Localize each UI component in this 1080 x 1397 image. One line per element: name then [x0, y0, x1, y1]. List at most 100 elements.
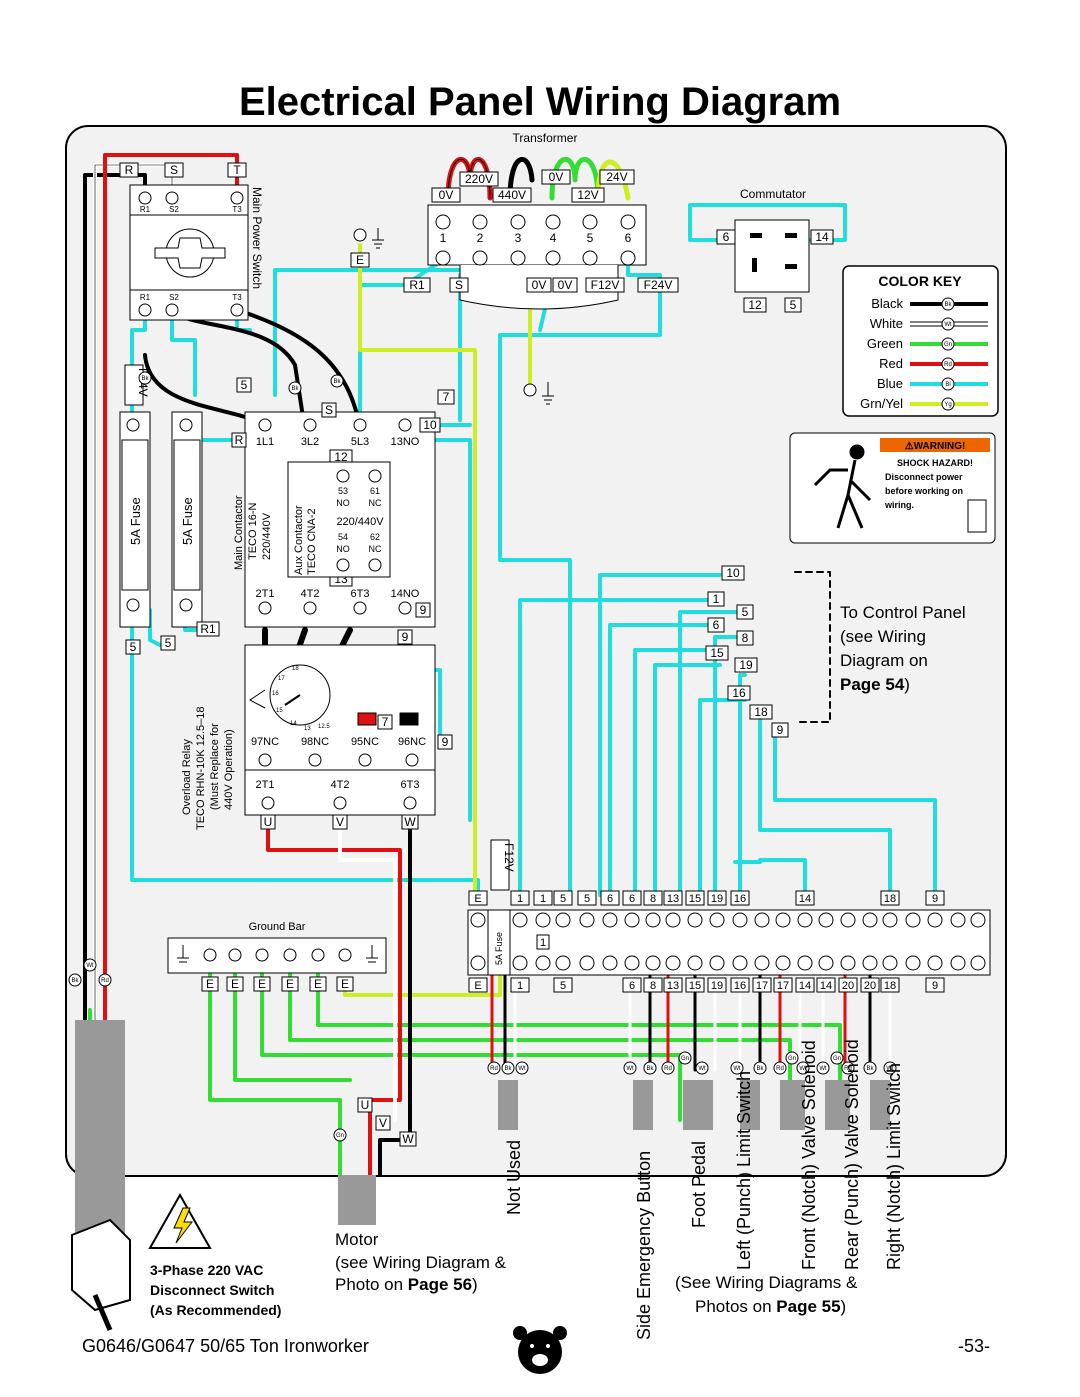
wire-tag: Bk — [646, 1066, 654, 1072]
svg-text:5L3: 5L3 — [351, 436, 369, 448]
footer-page-number: -53- — [958, 1336, 991, 1356]
terminal-screw — [665, 955, 681, 971]
terminal-screw — [579, 955, 595, 971]
svg-text:61: 61 — [370, 486, 380, 496]
terminal-screw — [512, 955, 528, 971]
main-power-switch: R S T R1 S2 T3 R1 S2 T3 Main Power Switc… — [119, 162, 264, 321]
terminal-screw — [687, 955, 703, 971]
svg-text:NC: NC — [369, 498, 382, 508]
svg-text:F24V: F24V — [644, 278, 673, 292]
svg-text:Rd: Rd — [101, 978, 109, 984]
terminal-screw — [882, 912, 898, 928]
svg-text:R1: R1 — [200, 622, 216, 636]
motor-terminals: U V W — [357, 1097, 417, 1147]
terminal-screw — [687, 912, 703, 928]
svg-text:98NC: 98NC — [301, 736, 329, 748]
svg-text:9: 9 — [777, 723, 784, 737]
terminal-bottom-label: 5 — [560, 980, 566, 992]
svg-text:1: 1 — [440, 231, 447, 245]
svg-text:(see Wiring Diagram &: (see Wiring Diagram & — [335, 1253, 507, 1272]
svg-text:0V: 0V — [532, 278, 547, 292]
svg-text:220V: 220V — [465, 172, 493, 186]
svg-text:16: 16 — [272, 691, 279, 697]
terminal-screw — [579, 912, 595, 928]
terminal-top-label: 19 — [711, 893, 723, 905]
svg-text:White: White — [870, 316, 903, 331]
svg-text:Not Used: Not Used — [504, 1140, 524, 1215]
terminal-screw — [535, 955, 551, 971]
terminal-bottom-label: 20 — [864, 980, 876, 992]
svg-text:5: 5 — [165, 636, 172, 650]
svg-text:Bk: Bk — [944, 302, 952, 308]
wire-tag: Rd — [664, 1066, 672, 1072]
svg-text:14NO: 14NO — [391, 588, 420, 600]
svg-text:R: R — [125, 163, 134, 177]
wire-tag: Wt — [733, 1066, 741, 1072]
svg-text:E: E — [258, 977, 266, 991]
svg-text:Disconnect power: Disconnect power — [885, 472, 963, 482]
aux-contactor: Aux Contactor TECO CNA-2 53 61 NO NC 54 … — [287, 461, 391, 578]
terminal-screw — [797, 955, 813, 971]
svg-text:Black: Black — [871, 296, 903, 311]
terminal-top-label: 5 — [560, 893, 566, 905]
svg-text:Green: Green — [867, 336, 903, 351]
terminal-screw — [555, 912, 571, 928]
overload-relay: 12.5 13 14 15 16 17 18 97NC 98NC 95NC 96… — [181, 629, 453, 830]
svg-text:220/440V: 220/440V — [336, 516, 384, 528]
svg-text:5: 5 — [790, 298, 797, 312]
wire-tag: Bk — [866, 1066, 874, 1072]
svg-text:Rd: Rd — [944, 362, 952, 368]
svg-text:4T2: 4T2 — [301, 588, 320, 600]
svg-text:R1: R1 — [409, 278, 425, 292]
footer-model: G0646/G0647 50/65 Ton Ironworker — [82, 1336, 369, 1356]
terminal-screw — [512, 912, 528, 928]
terminal-top-label: 8 — [650, 893, 656, 905]
svg-text:Grn/Yel: Grn/Yel — [860, 396, 903, 411]
svg-text:12V: 12V — [577, 188, 598, 202]
svg-text:10: 10 — [423, 418, 437, 432]
terminal-bottom-label: 14 — [799, 980, 811, 992]
terminal-screw — [905, 955, 921, 971]
svg-text:6: 6 — [625, 231, 632, 245]
svg-text:T3: T3 — [232, 293, 242, 302]
svg-text:Red: Red — [879, 356, 903, 371]
terminal-bottom-label: 19 — [711, 980, 723, 992]
svg-text:E: E — [314, 977, 322, 991]
terminal-screw — [905, 912, 921, 928]
wire-tag: Wt — [799, 1066, 807, 1072]
svg-text:220/440V: 220/440V — [261, 512, 273, 560]
svg-text:62: 62 — [370, 532, 380, 542]
svg-text:wiring.: wiring. — [884, 500, 914, 510]
terminal-top-label: 16 — [734, 893, 746, 905]
svg-text:R: R — [235, 433, 244, 447]
svg-text:SHOCK HAZARD!: SHOCK HAZARD! — [897, 458, 973, 468]
terminal-screw — [970, 955, 986, 971]
svg-text:14: 14 — [290, 721, 297, 727]
svg-text:E: E — [206, 977, 214, 991]
svg-text:6T3: 6T3 — [351, 588, 370, 600]
svg-text:F12V: F12V — [591, 278, 620, 292]
output-cable-sheaths — [498, 1080, 890, 1130]
wire-tag: Rd — [490, 1066, 498, 1072]
fuse-label-2: 5A Fuse — [180, 497, 195, 545]
terminal-screw — [754, 912, 770, 928]
svg-text:5: 5 — [241, 378, 248, 392]
svg-text:0V: 0V — [549, 170, 564, 184]
svg-text:S: S — [170, 163, 178, 177]
svg-text:14: 14 — [815, 230, 829, 244]
svg-text:54: 54 — [338, 532, 348, 542]
svg-text:1L1: 1L1 — [256, 436, 274, 448]
svg-text:E: E — [341, 977, 349, 991]
svg-text:E: E — [356, 253, 364, 267]
svg-text:16: 16 — [732, 686, 746, 700]
svg-text:12: 12 — [748, 298, 762, 312]
svg-text:V: V — [336, 815, 344, 829]
terminal-top-label: 14 — [799, 893, 811, 905]
wire-tag: Gn — [681, 1056, 689, 1062]
svg-text:96NC: 96NC — [398, 736, 426, 748]
motor-cable-sheath — [338, 1175, 376, 1225]
terminal-top-label: 15 — [689, 893, 701, 905]
transformer-tap-labels: 220V 0V 440V 0V 12V 24V — [431, 169, 635, 203]
svg-text:U: U — [264, 815, 273, 829]
